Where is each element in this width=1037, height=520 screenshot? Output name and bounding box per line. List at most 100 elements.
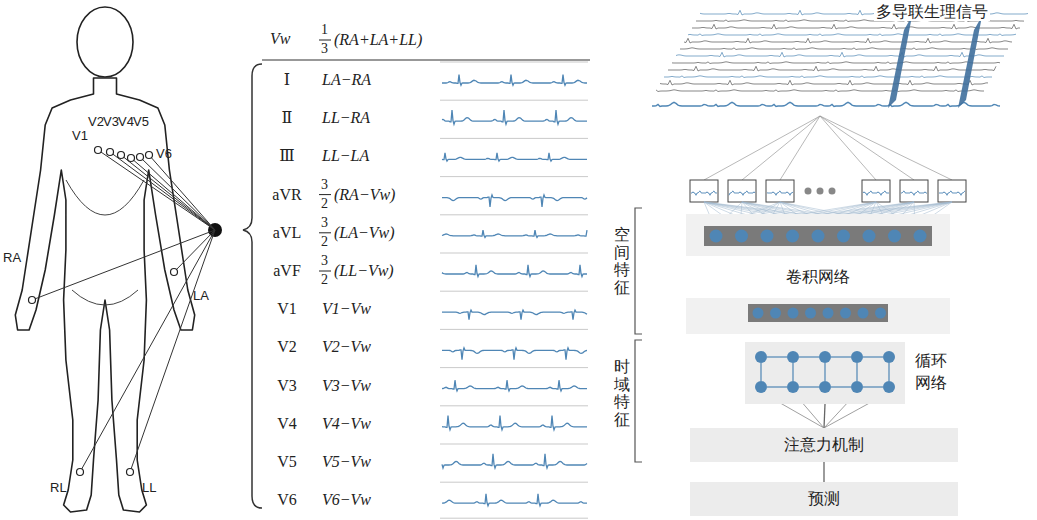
neuron (823, 308, 834, 319)
label: Vw (270, 30, 290, 48)
lead-thumbnail (728, 180, 756, 202)
label: V2−Vw (322, 338, 371, 356)
recurrent-link (799, 386, 819, 387)
neuron (735, 230, 748, 243)
lead-thumbnail (900, 180, 928, 202)
label: V5 (262, 453, 312, 471)
signal-trace (656, 90, 984, 92)
lead-wire (80, 230, 215, 472)
ecg-trace (442, 416, 587, 430)
ecg-trace (442, 380, 587, 391)
fraction-bar (319, 40, 331, 41)
neuron (812, 230, 825, 243)
rnn-cell (883, 351, 895, 363)
grid-line (440, 100, 588, 101)
lead-thumbnail (862, 180, 890, 202)
node-text: 注意力机制 (690, 428, 958, 462)
neuron (875, 308, 886, 319)
grid-line (440, 62, 588, 63)
ecg-trace (442, 75, 587, 86)
grid-line (440, 367, 588, 368)
thumb-trace (863, 191, 889, 195)
lead-wire (121, 155, 215, 230)
process-box: 注意力机制 (690, 428, 958, 462)
rnn-cell (787, 351, 799, 363)
node-text: 卷积网络 (686, 267, 950, 287)
bracket (635, 340, 642, 462)
label: aVL (262, 224, 312, 242)
conv-panel: 卷积网络 (686, 214, 950, 334)
lead-wire (149, 155, 215, 230)
rnn-illustration (745, 342, 905, 404)
thumb-trace (691, 191, 717, 195)
label: V6−Vw (322, 491, 371, 509)
rnn-cell (755, 351, 767, 363)
recurrent-link (824, 363, 825, 381)
ellipsis-dot (805, 188, 812, 195)
label: (LA−Vw) (334, 224, 395, 242)
signal-trace (692, 24, 1020, 29)
signal-trace (664, 76, 992, 78)
ecg-trace (442, 110, 587, 124)
label: Ⅰ (262, 71, 312, 89)
signal-trace (688, 34, 1016, 36)
label: 3 (321, 41, 328, 57)
fan-line (780, 116, 820, 180)
fraction-bar (319, 194, 331, 195)
label: 3 (321, 177, 328, 193)
rnn-cell (851, 381, 863, 393)
label: 多导联生理信号 (874, 3, 990, 21)
recurrent-link (831, 356, 851, 357)
label: 3 (321, 215, 328, 231)
recurrent-link (831, 386, 851, 387)
rnn-cell (851, 351, 863, 363)
recurrent-link (856, 363, 857, 381)
label: aVF (262, 262, 312, 280)
neuron (840, 308, 851, 319)
recurrent-link (767, 386, 787, 387)
label: V6 (262, 491, 312, 509)
signal-trace (660, 80, 988, 85)
label: (RA−Vw) (334, 186, 395, 204)
label: V2 (262, 338, 312, 356)
recurrent-link (792, 363, 793, 381)
signal-trace (668, 66, 996, 71)
signal-trace (684, 38, 1012, 43)
header-rule (262, 59, 590, 60)
grid-line (440, 329, 588, 330)
recurrent-link (863, 356, 883, 357)
node-text: 循环网络 (915, 350, 949, 394)
merge-line (824, 400, 875, 428)
lead-thumbnail (690, 180, 718, 202)
label: V3−Vw (322, 377, 371, 395)
grid-line (440, 518, 588, 519)
window-slice (888, 16, 912, 108)
neuron (805, 308, 816, 319)
grid-line (440, 138, 588, 139)
electrode (128, 155, 135, 162)
process-box: 预测 (690, 482, 958, 516)
lead-thumbnail (766, 180, 794, 202)
electrode (77, 469, 84, 476)
ecg-trace (442, 348, 587, 360)
grid-line (440, 482, 588, 483)
electrode (118, 152, 125, 159)
recurrent-link (888, 363, 889, 381)
fraction-bar (319, 232, 331, 233)
neuron (788, 308, 799, 319)
lead-wire (130, 230, 215, 472)
signal-trace (676, 52, 1004, 57)
label: V3 (103, 114, 119, 129)
label: V4−Vw (322, 415, 371, 433)
node-text: 预测 (690, 482, 958, 516)
lead-wire (32, 230, 215, 300)
signal-trace (652, 102, 1000, 106)
label: V1 (262, 300, 312, 318)
neuron (914, 230, 927, 243)
band (686, 256, 950, 298)
label: 空间特征 (614, 226, 630, 296)
rnn-panel: 循环网络 (745, 342, 905, 404)
thumb-trace (901, 191, 927, 195)
recurrent-link (767, 356, 787, 357)
label: RL (50, 480, 67, 495)
